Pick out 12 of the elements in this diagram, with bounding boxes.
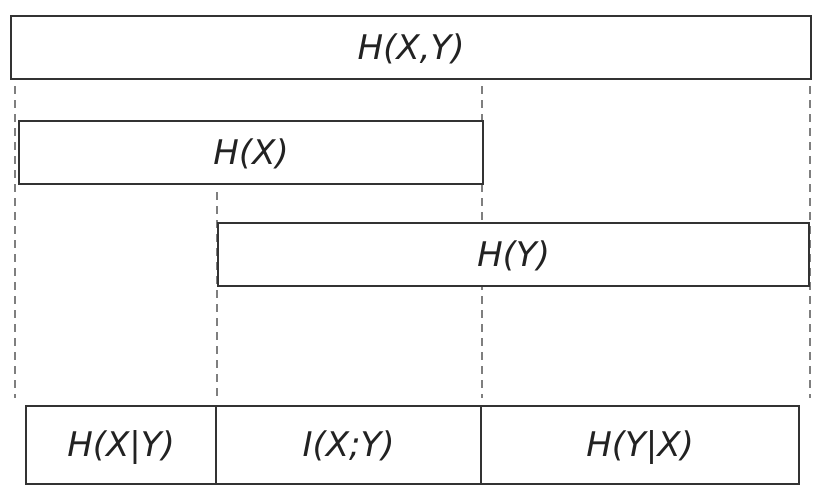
joint-entropy-bar xyxy=(10,15,812,80)
entropy-label: H(X) xyxy=(213,132,289,172)
entropy-label: I(X;Y) xyxy=(302,425,395,465)
table-cell xyxy=(480,405,800,485)
entropy-label: H(Y) xyxy=(477,234,550,274)
entropy-bar xyxy=(217,222,810,287)
entropy-label: H(X|Y) xyxy=(67,425,175,465)
table-cell xyxy=(215,405,482,485)
table-cell xyxy=(25,405,217,485)
entropy-label: H(Y|X) xyxy=(586,425,694,465)
entropy-label: H(X,Y) xyxy=(358,28,464,68)
entropy-bar xyxy=(18,120,484,185)
